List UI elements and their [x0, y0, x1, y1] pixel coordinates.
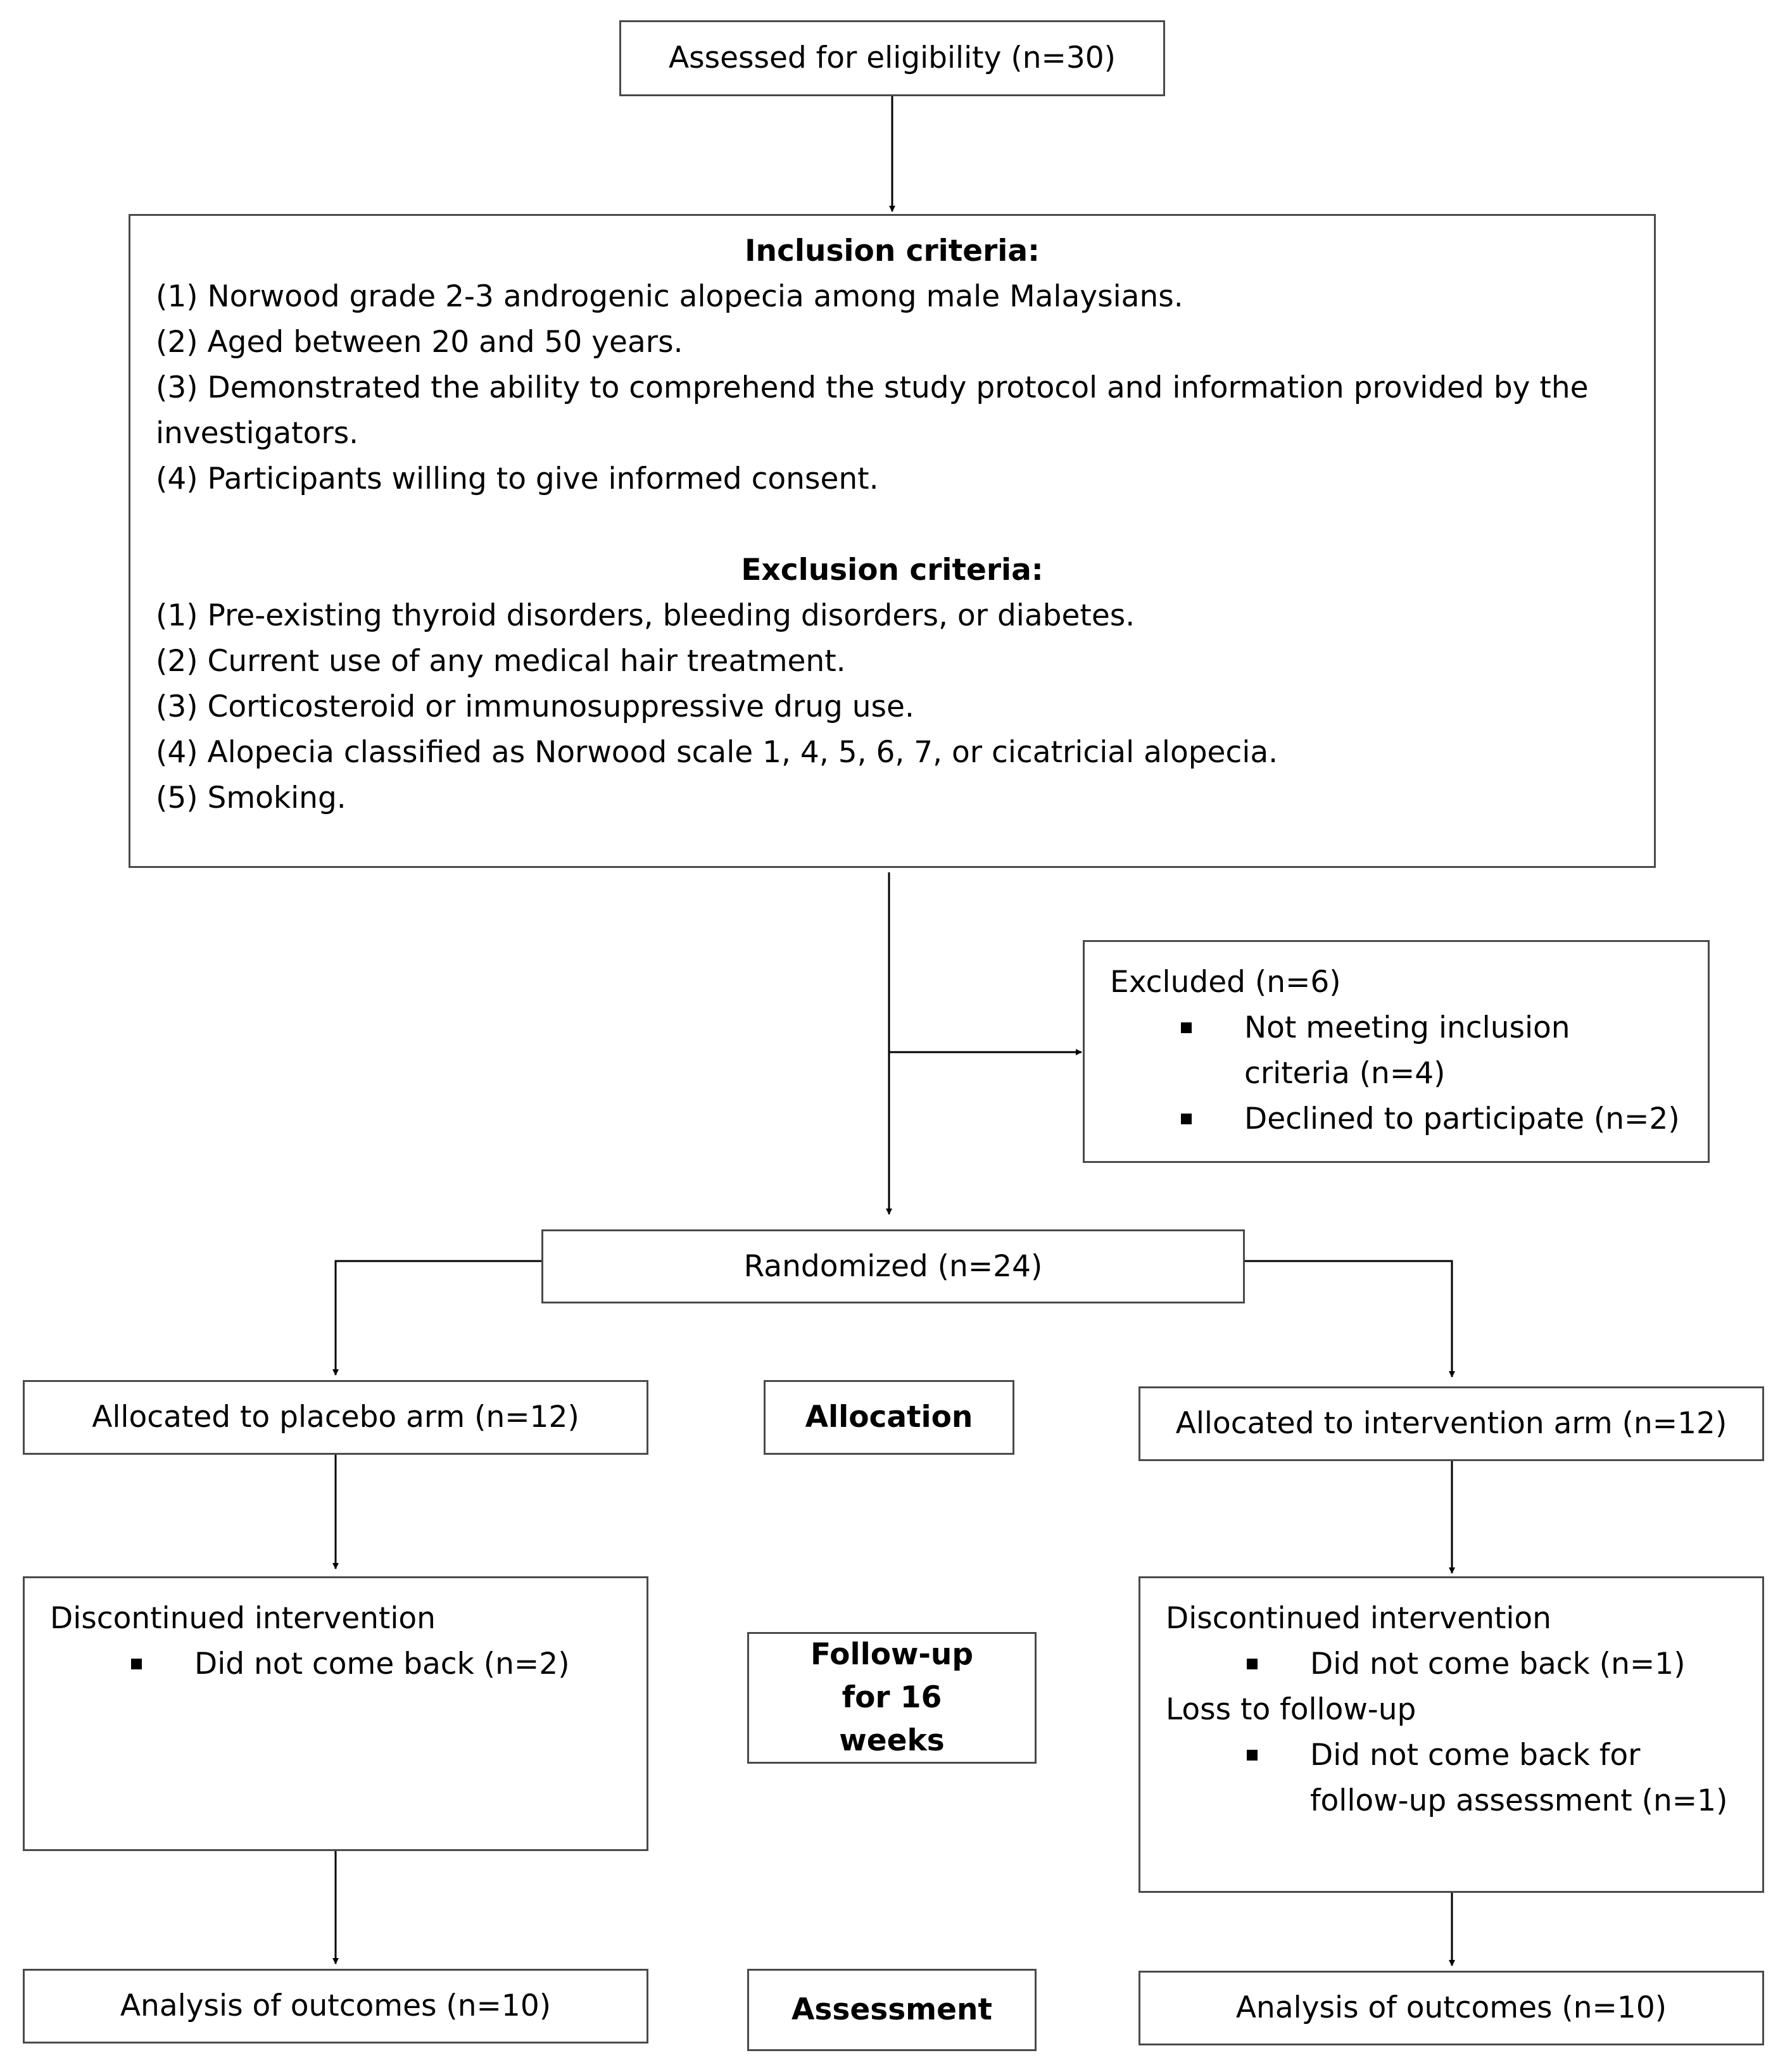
intervention-discontinued-box: Discontinued intervention Did not come b…	[1138, 1576, 1764, 1893]
excluded-box: Excluded (n=6) Not meeting inclusion cri…	[1083, 940, 1710, 1163]
stage-assessment-box: Assessment	[747, 1969, 1037, 2051]
stage-followup-box: Follow-up for 16 weeks	[747, 1632, 1037, 1764]
intervention-allocated-box: Allocated to intervention arm (n=12)	[1138, 1386, 1764, 1461]
exclusion-item: (1) Pre-existing thyroid disorders, blee…	[156, 598, 1135, 633]
excluded-item: Declined to participate (n=2)	[1181, 1096, 1682, 1142]
randomized-label: Randomized (n=24)	[743, 1248, 1043, 1284]
excluded-item-label: Not meeting inclusion criteria (n=4)	[1244, 1010, 1570, 1091]
intervention-loss-title: Loss to follow-up	[1166, 1692, 1416, 1727]
intervention-analysis-box: Analysis of outcomes (n=10)	[1138, 1971, 1764, 2045]
arrow-to-intervention	[1245, 1260, 1455, 1378]
intervention-analysis-label: Analysis of outcomes (n=10)	[1235, 1990, 1667, 2025]
intervention-discontinued-item: Did not come back (n=1)	[1247, 1642, 1737, 1687]
bullet-square-icon	[131, 1659, 142, 1669]
criteria-box: Inclusion criteria: (1) Norwood grade 2-…	[129, 214, 1656, 868]
intervention-discontinued-item-label: Did not come back (n=1)	[1310, 1647, 1686, 1681]
excluded-item: Not meeting inclusion criteria (n=4)	[1181, 1005, 1599, 1096]
criteria-spacer	[156, 502, 1629, 548]
bullet-square-icon	[1247, 1750, 1258, 1761]
assessed-label: Assessed for eligibility (n=30)	[668, 41, 1116, 75]
stage-allocation-box: Allocation	[764, 1380, 1014, 1455]
exclusion-item: (5) Smoking.	[156, 781, 346, 815]
excluded-item-label: Declined to participate (n=2)	[1244, 1102, 1680, 1136]
placebo-analysis-label: Analysis of outcomes (n=10)	[120, 1988, 552, 2023]
assessed-box: Assessed for eligibility (n=30)	[619, 20, 1165, 96]
bullet-square-icon	[1181, 1114, 1192, 1124]
placebo-discontinued-item: Did not come back (n=2)	[131, 1642, 621, 1687]
intervention-loss-item-label: Did not come back for follow-up assessme…	[1310, 1738, 1728, 1818]
placebo-discontinued-item-label: Did not come back (n=2)	[194, 1647, 570, 1681]
stage-allocation-label: Allocation	[805, 1400, 973, 1435]
intervention-loss-item: Did not come back for follow-up assessme…	[1247, 1733, 1741, 1824]
inclusion-item: (3) Demonstrated the ability to comprehe…	[156, 370, 1589, 451]
exclusion-item: (3) Corticosteroid or immunosuppressive …	[156, 689, 914, 724]
bullet-square-icon	[1247, 1659, 1258, 1669]
arrow-to-placebo	[332, 1260, 541, 1376]
placebo-discontinued-title: Discontinued intervention	[50, 1601, 436, 1636]
exclusion-criteria-title: Exclusion criteria:	[741, 553, 1044, 587]
inclusion-criteria-title: Inclusion criteria:	[745, 234, 1040, 268]
stage-followup-label: Follow-up for 16 weeks	[810, 1637, 974, 1758]
exclusion-item: (4) Alopecia classified as Norwood scale…	[156, 735, 1278, 770]
randomized-box: Randomized (n=24)	[541, 1229, 1245, 1303]
intervention-discontinued-title: Discontinued intervention	[1166, 1601, 1551, 1636]
bullet-square-icon	[1181, 1022, 1192, 1033]
excluded-title: Excluded (n=6)	[1110, 965, 1341, 1000]
inclusion-item: (1) Norwood grade 2-3 androgenic alopeci…	[156, 279, 1183, 314]
placebo-allocated-label: Allocated to placebo arm (n=12)	[92, 1400, 579, 1435]
exclusion-item: (2) Current use of any medical hair trea…	[156, 644, 846, 679]
placebo-allocated-box: Allocated to placebo arm (n=12)	[23, 1380, 648, 1455]
placebo-analysis-box: Analysis of outcomes (n=10)	[23, 1969, 648, 2044]
inclusion-item: (4) Participants willing to give informe…	[156, 461, 879, 496]
stage-assessment-label: Assessment	[792, 1992, 992, 2027]
inclusion-item: (2) Aged between 20 and 50 years.	[156, 325, 683, 360]
placebo-discontinued-box: Discontinued intervention Did not come b…	[23, 1576, 648, 1851]
intervention-allocated-label: Allocated to intervention arm (n=12)	[1175, 1406, 1727, 1441]
